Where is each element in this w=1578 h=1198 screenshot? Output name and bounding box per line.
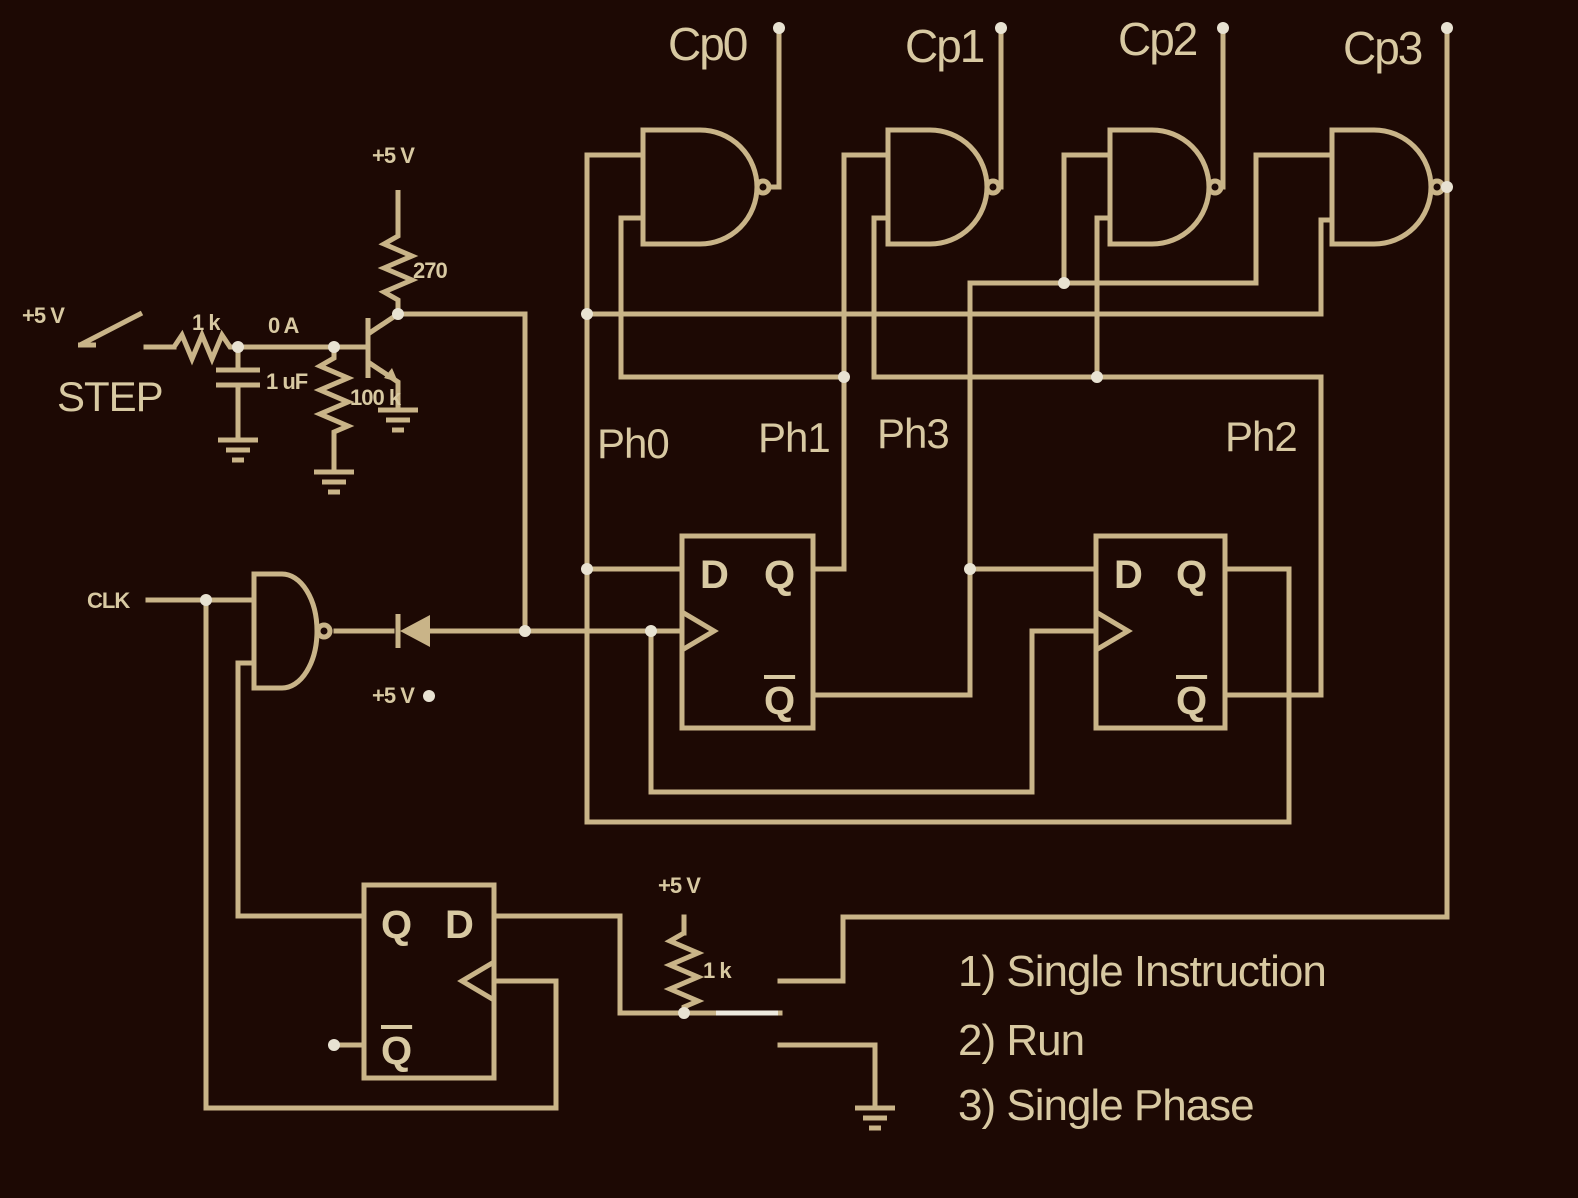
wire-clock-ff2 <box>648 628 1099 795</box>
ff3-d-label: D <box>445 903 474 947</box>
label-current: 0 A <box>268 313 300 338</box>
wire-cp0-out <box>766 25 782 190</box>
ff2-d-label: D <box>1114 553 1143 597</box>
junction-dots <box>200 22 1453 1051</box>
label-ph2: Ph2 <box>1225 413 1297 460</box>
wire-ph1-col <box>618 215 847 380</box>
ff3-q-label: Q <box>381 903 412 947</box>
wire-ff-d-to-switch <box>491 913 783 1016</box>
label-r-base: 100 k <box>350 385 402 410</box>
ff2-qbar-label: Q <box>1176 679 1207 723</box>
label-cp1: Cp1 <box>905 20 984 72</box>
transistor <box>365 311 401 410</box>
mode-single-phase[interactable]: 3) Single Phase <box>958 1081 1255 1130</box>
mode-single-instruction[interactable]: 1) Single Instruction <box>958 947 1327 996</box>
ff1-q-label: Q <box>764 553 795 597</box>
resistor-100k <box>313 347 355 472</box>
ff3-qbar-label: Q <box>381 1029 412 1073</box>
ff1-d-label: D <box>700 553 729 597</box>
label-v5-top: +5 V <box>372 143 415 168</box>
wire-gate-in2 <box>235 660 367 919</box>
label-cp0: Cp0 <box>668 18 747 70</box>
label-ph1: Ph1 <box>758 414 830 461</box>
label-v5-diode: +5 V <box>372 683 415 708</box>
capacitor <box>216 347 260 440</box>
ff2-q-label: Q <box>1176 553 1207 597</box>
wire-cp3-to-switch <box>777 184 1450 984</box>
wire-cp1-out <box>996 25 1004 190</box>
label-v5-bottom: +5 V <box>658 873 701 898</box>
resistor-270 <box>377 190 419 314</box>
nand-gate-cp1 <box>885 127 1002 247</box>
wire-cp2-out <box>1218 25 1226 190</box>
ground-transistor <box>378 407 418 433</box>
wire-switch-ground <box>777 1042 878 1111</box>
wire-cp3-out <box>1440 25 1450 190</box>
nand-gate-cp2 <box>1107 127 1224 247</box>
resistor-bottom <box>663 930 705 1013</box>
wire-nand2-in1 <box>1061 152 1113 286</box>
label-cap: 1 uF <box>266 369 308 394</box>
ground-cap <box>218 437 258 463</box>
wire-ph0-bus <box>584 152 1292 825</box>
label-ph0: Ph0 <box>597 420 669 467</box>
label-ph3: Ph3 <box>877 410 949 457</box>
label-r-step: 1 k <box>192 310 221 335</box>
label-cp3: Cp3 <box>1343 22 1422 74</box>
label-r-collector: 270 <box>413 258 447 283</box>
diode <box>395 614 430 648</box>
wire-ph1-from-q1 <box>810 152 891 572</box>
ground-100k <box>314 469 354 495</box>
wire-ph3-col <box>810 152 1335 698</box>
nand-gate-clock <box>251 571 333 691</box>
wire-transistor-collector <box>395 311 528 634</box>
wire-bus-313 <box>584 217 1335 317</box>
ff1-qbar-label: Q <box>764 679 795 723</box>
label-clk: CLK <box>87 588 130 613</box>
step-switch[interactable] <box>78 310 144 348</box>
wire-nand2-in2 <box>1094 215 1113 380</box>
label-step: STEP <box>57 373 163 420</box>
resistor-1k-step <box>171 328 238 366</box>
label-v5-step: +5 V <box>22 303 65 328</box>
label-cp2: Cp2 <box>1118 13 1197 65</box>
wire-clk-to-ff <box>203 597 559 1111</box>
mode-run[interactable]: 2) Run <box>958 1016 1085 1065</box>
ground-switch <box>855 1105 895 1131</box>
nand-gate-cp3 <box>1329 127 1446 247</box>
label-r-bottom: 1 k <box>703 958 732 983</box>
nand-gate-cp0 <box>640 127 772 247</box>
flip-flop-mode <box>361 882 497 1081</box>
